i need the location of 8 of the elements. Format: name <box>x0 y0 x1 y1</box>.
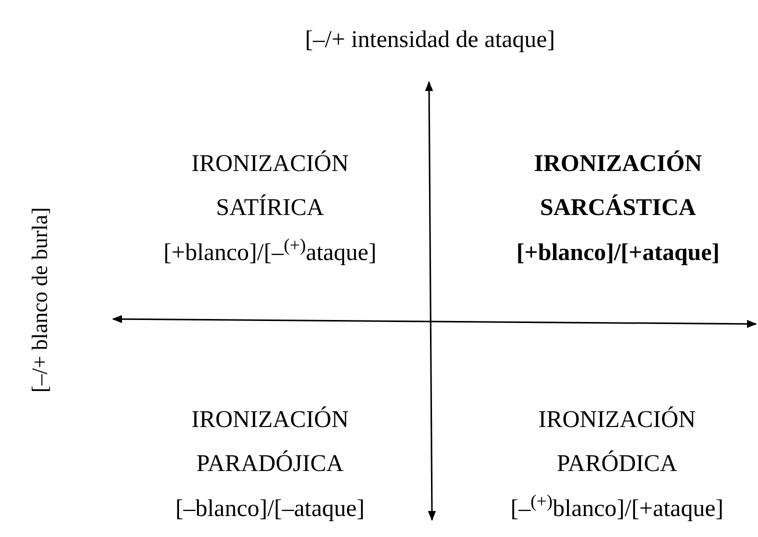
quadrant-title: IRONIZACIÓN SARCÁSTICA <box>532 149 704 223</box>
feature-formula: [–$^{(+)}$blanco]/[+ataque] <box>510 490 724 524</box>
feature-formula: [–blanco]/[–ataque] <box>175 495 365 524</box>
axis-title: [–/+ intensidad de ataque] <box>304 26 556 55</box>
feature-formula: [+blanco]/[–$^{(+)}$ataque] <box>164 234 376 268</box>
axis-title: [–/+ blanco de burla] <box>26 207 53 393</box>
quadrant-title: IRONIZACIÓN PARADÓJICA <box>190 405 350 479</box>
feature-formula: [+blanco]/[+ataque] <box>516 239 720 268</box>
